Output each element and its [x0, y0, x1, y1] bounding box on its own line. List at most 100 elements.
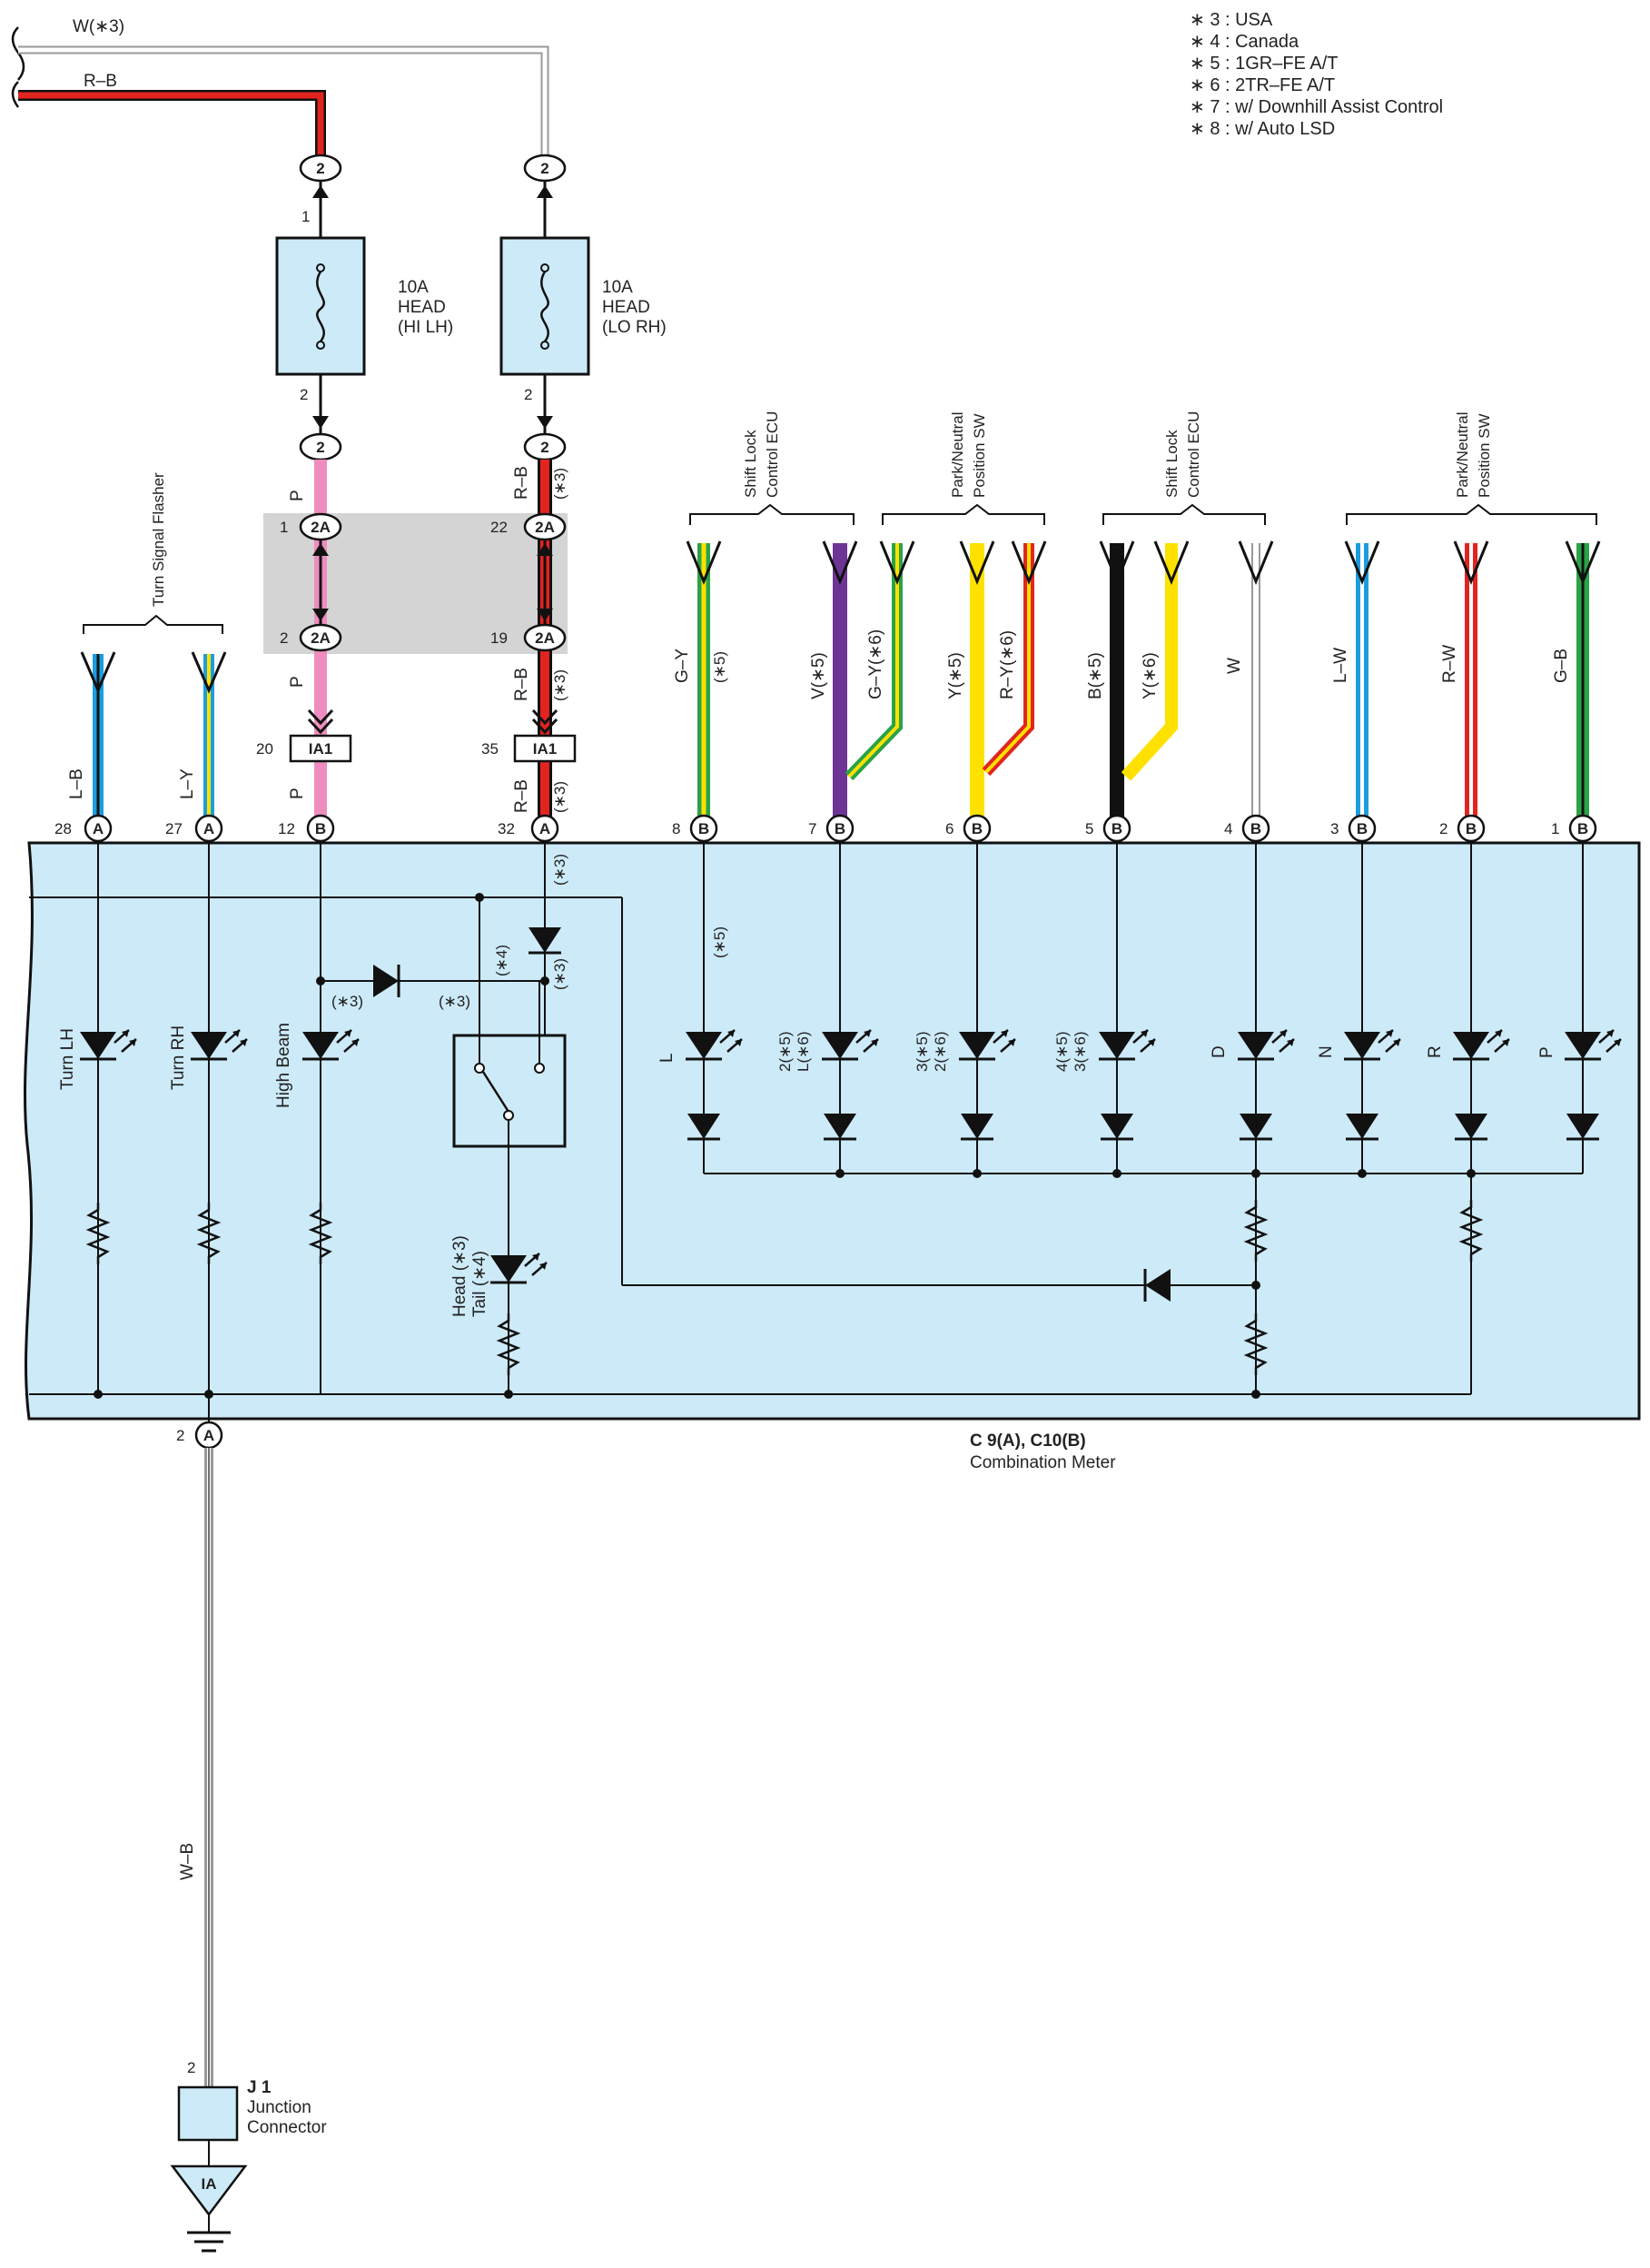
- meter-circuit: Turn LH Turn RH High Beam (∗3) (∗3) (∗3)…: [29, 841, 1623, 1435]
- group-header: Shift Lock: [1163, 430, 1181, 498]
- connector-label: 2A: [535, 629, 555, 647]
- pin-number: 7: [808, 820, 816, 837]
- note-label: (∗5): [711, 926, 728, 958]
- rb-wire-label: R–B: [84, 72, 117, 91]
- ground-symbol: IA: [170, 2164, 248, 2253]
- fuse-name: (HI LH): [398, 318, 453, 337]
- lamp-label: Tail (∗4): [470, 1251, 489, 1317]
- pin-number: 2: [187, 2059, 195, 2076]
- wire-label: P: [288, 490, 307, 501]
- fuse-box: [499, 236, 590, 376]
- wire-label: W: [1225, 658, 1244, 674]
- lamp-label: High Beam: [274, 1023, 293, 1108]
- lamp-label: R: [1426, 1045, 1445, 1058]
- connector-label: B: [1577, 820, 1588, 837]
- pin-number: 1: [1551, 820, 1559, 837]
- lamp-label: Turn LH: [58, 1028, 77, 1090]
- connector-label: 2: [316, 160, 324, 177]
- legend-item: ∗ 7 : w/ Downhill Assist Control: [1190, 97, 1443, 117]
- pin-number: 32: [498, 820, 515, 837]
- pin-number: 8: [672, 820, 680, 837]
- legend-item: ∗ 4 : Canada: [1190, 32, 1299, 52]
- legend: ∗ 3 : USA ∗ 4 : Canada ∗ 5 : 1GR–FE A/T …: [1190, 10, 1443, 139]
- legend-item: ∗ 5 : 1GR–FE A/T: [1190, 54, 1338, 74]
- fuse-pin: 1: [301, 208, 310, 225]
- wire-label: B(∗5): [1086, 652, 1105, 699]
- turn-signal-flasher: Turn Signal Flasher L–B L–Y: [67, 472, 227, 822]
- wire-label: P: [288, 676, 307, 688]
- pin-number: 6: [945, 820, 953, 837]
- wire-label: G–B: [1552, 649, 1571, 683]
- wire-label: R–Y(∗6): [998, 630, 1017, 699]
- connector-label: IA1: [533, 740, 557, 758]
- pin-number: 2: [176, 1427, 184, 1444]
- fuse-lo-rh: 2 10A HEAD (LO RH) 2 2: [499, 154, 667, 461]
- wire-label: L–B: [67, 768, 86, 799]
- wire-label: W–B: [178, 1843, 197, 1880]
- fuse-pin: 2: [300, 386, 308, 403]
- junction-label: Connector: [247, 2118, 327, 2137]
- wire-note: (∗3): [551, 669, 568, 701]
- lamp-label: Turn RH: [169, 1025, 188, 1090]
- pink-wire-p: 2A 1 2A 2 P P P IA1 20: [256, 460, 352, 836]
- lamp-label: N: [1317, 1045, 1336, 1058]
- junction-name: J 1: [247, 2078, 272, 2097]
- connector-label: 2A: [535, 519, 555, 536]
- wire-note: (∗5): [711, 651, 728, 683]
- wire-label: Y(∗5): [946, 652, 965, 699]
- lamp-label: 3(∗6): [1072, 1032, 1089, 1072]
- group-headers: Shift Lock Control ECU Park/Neutral Posi…: [689, 411, 1597, 525]
- note-label: (∗3): [551, 854, 568, 886]
- ia1-connector: [513, 734, 577, 763]
- note-label: (∗3): [551, 958, 568, 990]
- top-wire-area: W(∗3) R–B: [11, 17, 549, 162]
- junction-label: Junction: [247, 2098, 311, 2117]
- ground-label: IA: [202, 2175, 217, 2193]
- pin-number: 12: [278, 820, 295, 837]
- lamp-label: L: [657, 1053, 677, 1063]
- connector-label: B: [835, 820, 845, 837]
- fuse-hi-lh: 2 1 10A HEAD (HI LH) 2 2: [275, 154, 453, 461]
- connector-label: 2: [540, 160, 548, 177]
- pin-number: 28: [54, 820, 72, 837]
- connector-label: B: [1112, 820, 1122, 837]
- connector-label: 2: [540, 439, 548, 456]
- meter-subtitle: Combination Meter: [970, 1453, 1116, 1472]
- wire-label: R–B: [512, 779, 531, 813]
- fuse-box: [275, 236, 366, 376]
- group-header: Park/Neutral: [1454, 412, 1471, 498]
- pin-number: 2: [280, 629, 288, 647]
- lamp-label: L(∗6): [795, 1032, 812, 1072]
- w-wire-label: W(∗3): [73, 17, 124, 36]
- group-header: Control ECU: [764, 411, 781, 498]
- connector-label: 2: [316, 439, 324, 456]
- pin-number: 20: [256, 740, 273, 758]
- connector-label: B: [1357, 820, 1368, 837]
- pin-number: 27: [165, 820, 183, 837]
- connector-label: A: [539, 820, 550, 837]
- legend-item: ∗ 3 : USA: [1190, 10, 1273, 30]
- connector-label: A: [93, 820, 104, 837]
- pin-number: 1: [280, 519, 288, 536]
- legend-item: ∗ 8 : w/ Auto LSD: [1190, 119, 1335, 139]
- pin-number: 5: [1085, 820, 1093, 837]
- fuse-pin: 2: [524, 386, 532, 403]
- wire-label: Y(∗6): [1141, 652, 1160, 699]
- connector-label: B: [698, 820, 709, 837]
- pin-number: 22: [490, 519, 508, 536]
- group-header: Position SW: [1476, 413, 1493, 498]
- connector-label: B: [315, 820, 326, 837]
- wire-label: G–Y(∗6): [866, 629, 885, 699]
- b-pin-wires: G–Y (∗5) V(∗5) G–Y(∗6) Y(∗5) R–Y(∗6) B(∗…: [673, 540, 1601, 822]
- note-label: (∗3): [439, 993, 470, 1010]
- lamp-label: 4(∗5): [1053, 1032, 1071, 1072]
- group-header: Shift Lock: [742, 430, 759, 498]
- pin-number: 35: [481, 740, 499, 758]
- connector-label: B: [1466, 820, 1477, 837]
- combination-meter-body: [24, 841, 1641, 1421]
- wire-label: L–Y: [178, 768, 197, 799]
- fuse-name: HEAD: [602, 298, 650, 317]
- wire-label: P: [288, 787, 307, 799]
- group-header: Park/Neutral: [949, 412, 966, 498]
